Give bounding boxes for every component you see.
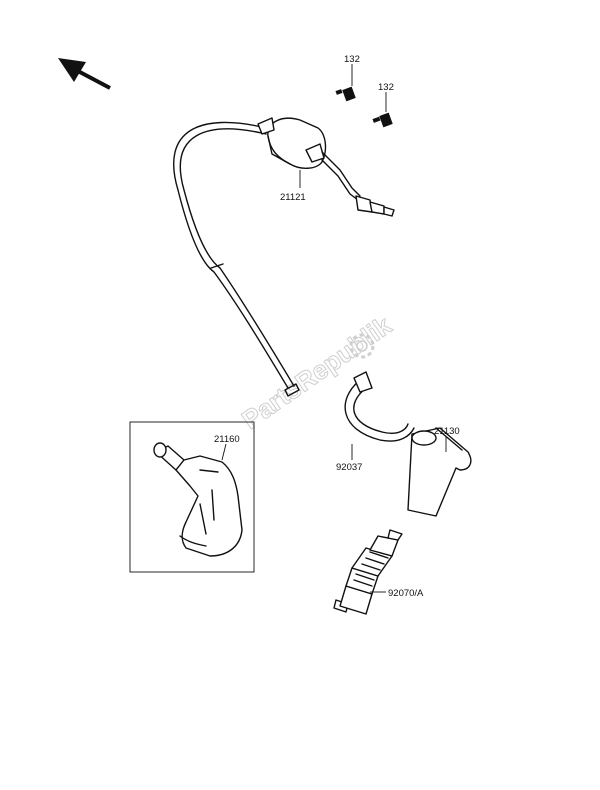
plug-cap-21160-box[interactable] <box>129 421 255 573</box>
watermark-text: PartsRepublik <box>236 310 397 435</box>
spark-plug-92070-a[interactable] <box>333 529 403 615</box>
label-clamp: 92037 <box>336 462 362 473</box>
label-plug-cap: 21130 <box>434 426 460 437</box>
bolt-132-b[interactable] <box>372 92 393 128</box>
label-bolt-a: 132 <box>344 54 360 65</box>
label-spark-plug: 92070/A <box>388 588 424 599</box>
clamp-92037[interactable] <box>344 371 415 460</box>
label-plug-cap-alt: 21160 <box>214 434 240 445</box>
front-direction-arrow-icon <box>58 58 111 90</box>
label-bolt-b: 132 <box>378 82 394 93</box>
ignition-coil[interactable] <box>173 117 395 397</box>
plug-cap-21130[interactable] <box>407 427 472 517</box>
leader-line <box>221 443 227 461</box>
watermark: PartsRepublik <box>236 309 398 435</box>
watermark-gear-icon <box>349 333 375 359</box>
bolt-132-a[interactable] <box>335 64 356 102</box>
label-ignition-coil: 21121 <box>280 192 306 203</box>
